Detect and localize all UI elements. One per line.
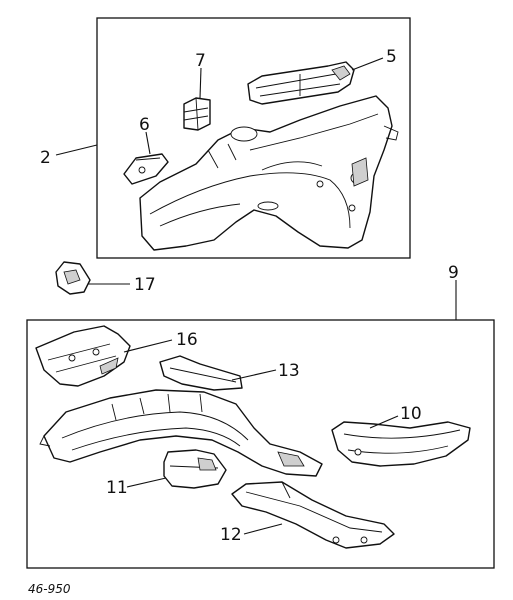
part-16	[35, 325, 131, 387]
callout-10: 10	[400, 404, 422, 424]
part-6	[123, 153, 169, 185]
figure-reference: 46-950	[28, 582, 71, 596]
leader-lines	[55, 57, 457, 535]
callout-5: 5	[386, 47, 397, 67]
part-13	[159, 355, 243, 391]
callout-9: 9	[448, 263, 459, 283]
callout-6: 6	[139, 115, 150, 135]
part-11	[163, 449, 227, 489]
part-7	[183, 97, 211, 131]
part-17	[55, 261, 91, 295]
lower-group-frame	[26, 319, 495, 569]
part-9	[39, 389, 323, 477]
part-12	[231, 481, 395, 549]
part-2	[139, 95, 399, 251]
upper-group-frame	[96, 17, 411, 259]
callout-13: 13	[278, 361, 300, 381]
callout-12: 12	[220, 525, 242, 545]
callout-7: 7	[195, 51, 206, 71]
part-10	[331, 421, 471, 467]
callout-17: 17	[134, 275, 156, 295]
callout-2: 2	[40, 148, 51, 168]
callout-16: 16	[176, 330, 198, 350]
part-5	[247, 61, 355, 105]
callout-11: 11	[106, 478, 128, 498]
